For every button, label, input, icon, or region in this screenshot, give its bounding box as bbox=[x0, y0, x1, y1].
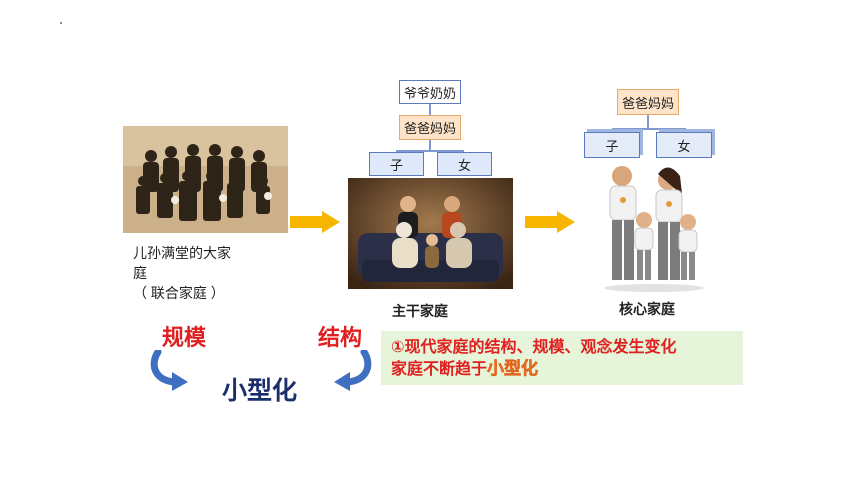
stem-family-photo bbox=[348, 178, 513, 289]
summary-highlight: 小型化 bbox=[487, 359, 539, 379]
nuclear-family-photo bbox=[592, 160, 716, 293]
curved-arrow-right-icon bbox=[334, 350, 372, 391]
summary-box: ①现代家庭的结构、规模、观念发生变化 家庭不断趋于小型化 bbox=[381, 331, 743, 385]
tree-box-parents: 爸爸妈妈 bbox=[399, 115, 461, 140]
tree-connector bbox=[647, 115, 649, 128]
caption-line: 儿孙满堂的大家 bbox=[133, 245, 231, 261]
scale-label: 规模 bbox=[162, 325, 207, 350]
tree-connector bbox=[396, 150, 464, 152]
tree-label-parents: 爸爸妈妈 bbox=[621, 95, 674, 111]
tree-label-son: 子 bbox=[605, 138, 619, 154]
arrow-right-icon bbox=[290, 211, 340, 233]
tree-connector bbox=[429, 104, 431, 115]
tree-connector bbox=[429, 140, 431, 150]
structure-label: 结构 bbox=[318, 325, 363, 350]
curved-arrow-left-icon bbox=[150, 350, 188, 391]
tree-label-grandparents: 爷爷奶奶 bbox=[403, 85, 456, 101]
tree-label-son: 子 bbox=[389, 157, 403, 173]
summary-line-1: ①现代家庭的结构、规模、观念发生变化 bbox=[391, 339, 677, 356]
caption-line: 庭 bbox=[133, 265, 147, 281]
tree-box-son: 子 bbox=[369, 152, 424, 176]
tree-connector bbox=[612, 128, 686, 130]
tree-label-parents: 爸爸妈妈 bbox=[403, 121, 456, 136]
extended-family-photo bbox=[123, 126, 288, 233]
tree-label-daughter: 女 bbox=[677, 138, 691, 154]
tree-box-daughter: 女 bbox=[437, 152, 492, 176]
tree-box-parents: 爸爸妈妈 bbox=[617, 89, 679, 115]
arrow-right-icon bbox=[525, 211, 575, 233]
nuclear-family-caption: 核心家庭 bbox=[619, 301, 675, 317]
extended-family-caption: 儿孙满堂的大家 庭 （ 联合家庭 ） bbox=[133, 243, 263, 303]
tree-box-grandparents: 爷爷奶奶 bbox=[399, 80, 461, 104]
tree-label-daughter: 女 bbox=[457, 157, 471, 173]
miniaturization-label: 小型化 bbox=[222, 377, 298, 405]
stem-family-caption: 主干家庭 bbox=[392, 303, 448, 319]
tree-box-son: 子 bbox=[584, 132, 640, 158]
summary-line-2: 家庭不断趋于小型化 bbox=[391, 358, 733, 380]
caption-line: （ 联合家庭 ） bbox=[133, 285, 225, 301]
summary-line-2-prefix: 家庭不断趋于 bbox=[391, 361, 488, 378]
tree-box-daughter: 女 bbox=[656, 132, 712, 158]
decor-dot bbox=[60, 22, 62, 24]
